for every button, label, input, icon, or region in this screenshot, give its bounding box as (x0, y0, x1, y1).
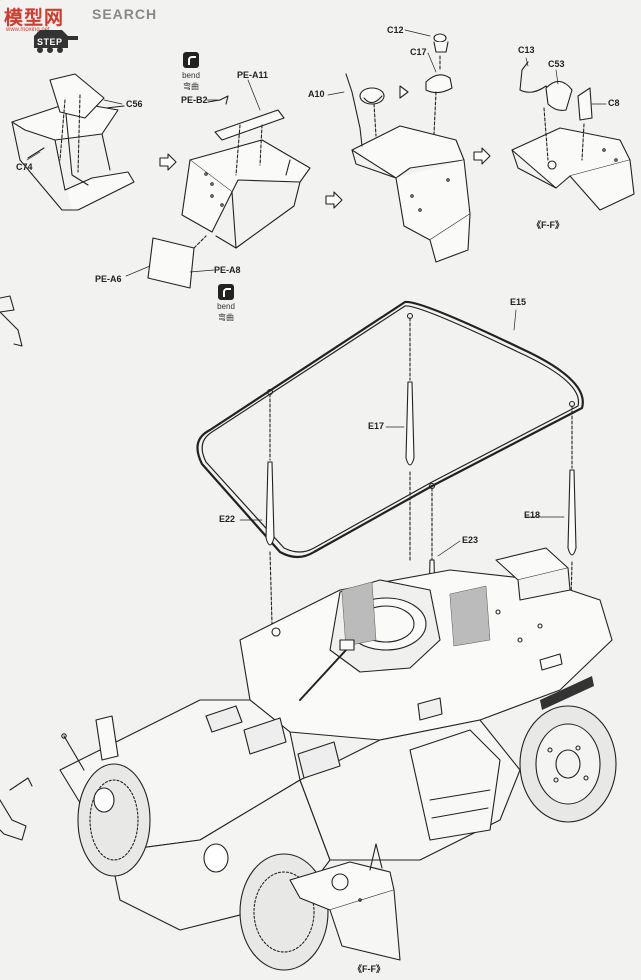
label-e15: E15 (510, 297, 527, 307)
label-pe-a8: PE-A8 (214, 265, 241, 275)
label-pe-b2: PE-B2 (181, 95, 208, 105)
label-e23: E23 (462, 535, 479, 545)
section-mark-top: 《F-F》 (532, 220, 564, 230)
label-a10: A10 (308, 89, 325, 99)
tank-icon (34, 30, 78, 53)
label-c56: C56 (126, 99, 143, 109)
bend-text-en: bend (182, 71, 200, 80)
step-arrow (473, 147, 491, 165)
edge-fragment (0, 295, 33, 841)
label-c74: C74 (16, 162, 33, 172)
section-mark-bottom: 《F-F》 (353, 964, 385, 974)
label-c53: C53 (548, 59, 565, 69)
label-c8: C8 (608, 98, 620, 108)
part-e22-stanchion (265, 393, 275, 625)
label-e22: E22 (219, 514, 236, 524)
antenna-sketch (61, 715, 119, 771)
leader-lines (26, 29, 607, 557)
step-arrow (325, 191, 343, 209)
front-left-wheel (77, 763, 151, 877)
watermark-logo: 模型网 (4, 7, 65, 29)
label-pe-a6: PE-A6 (95, 274, 122, 284)
bend-icon (183, 52, 199, 68)
step-label: STEP (37, 37, 63, 47)
bend-text-zh: 弯曲 (218, 313, 234, 322)
step-arrow (159, 153, 177, 171)
part-c13-assembly (511, 61, 635, 211)
bend-icon (218, 284, 234, 300)
part-c56-c74-assembly (11, 73, 135, 211)
part-e17-stanchion (405, 317, 415, 561)
watermark-search: SEARCH (92, 6, 158, 22)
label-c17: C17 (410, 47, 427, 57)
label-c12: C12 (387, 25, 404, 35)
bend-text-en: bend (217, 302, 235, 311)
label-c13: C13 (518, 45, 535, 55)
part-pe-a11-assembly (147, 95, 311, 289)
bend-text-zh: 弯曲 (183, 82, 199, 91)
step-badge: STEP (32, 26, 80, 54)
fender-detail (289, 843, 401, 961)
label-e18: E18 (524, 510, 541, 520)
part-a10-assembly (345, 33, 471, 263)
label-pe-a11: PE-A11 (237, 70, 269, 80)
label-e17: E17 (368, 421, 385, 431)
watermark-url: www.moxing.net (6, 27, 50, 33)
part-e18-stanchion (567, 405, 577, 639)
rear-right-wheel (519, 705, 617, 823)
